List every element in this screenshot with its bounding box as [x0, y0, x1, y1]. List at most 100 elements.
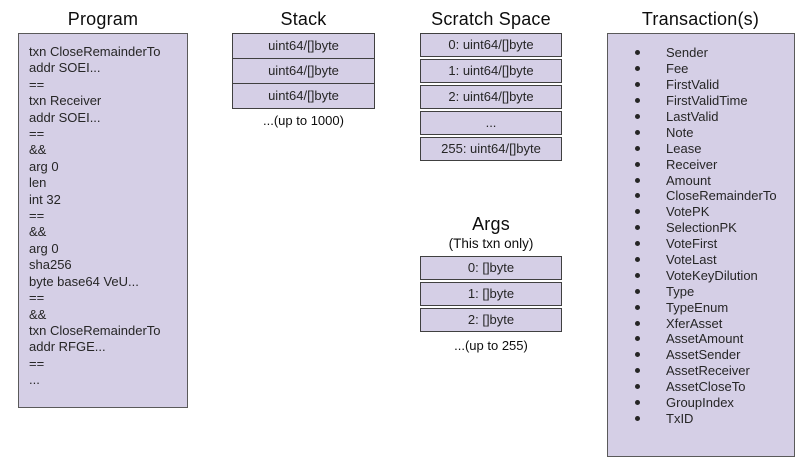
program-line: && [29, 224, 47, 240]
stack-cell: uint64/[]byte [232, 58, 375, 84]
bullet-icon [635, 241, 640, 247]
args-cell: 2: []byte [420, 308, 562, 332]
transaction-field-item: Sender [608, 45, 794, 61]
bullet-icon [635, 336, 640, 342]
scratch-space-cells: 0: uint64/[]byte 1: uint64/[]byte 2: uin… [420, 33, 562, 163]
scratch-space-title: Scratch Space [431, 9, 551, 29]
bullet-icon [635, 50, 640, 56]
scratch-cell: 255: uint64/[]byte [420, 137, 562, 161]
args-title: Args [472, 214, 510, 234]
args-subtitle: (This txn only) [448, 236, 534, 251]
bullet-icon [635, 368, 640, 374]
transaction-field-label: Type [666, 283, 695, 299]
program-line: && [29, 142, 47, 158]
transaction-field-item: TxID [608, 410, 794, 426]
program-line: == [29, 208, 45, 224]
transaction-field-item: Amount [608, 172, 794, 188]
bullet-icon [635, 304, 640, 310]
transaction-field-label: TypeEnum [666, 299, 729, 315]
transaction-field-label: VoteLast [666, 252, 717, 268]
transaction-field-label: AssetSender [666, 347, 741, 363]
bullet-icon [635, 257, 640, 263]
transaction-field-item: VotePK [608, 204, 794, 220]
transaction-field-label: AssetCloseTo [666, 379, 746, 395]
scratch-cell: 1: uint64/[]byte [420, 59, 562, 83]
transaction-field-item: FirstValidTime [608, 93, 794, 109]
transaction-field-item: AssetCloseTo [608, 379, 794, 395]
transaction-field-label: VoteKeyDilution [666, 267, 758, 283]
transaction-field-label: Lease [666, 140, 702, 156]
transaction-field-item: Type [608, 283, 794, 299]
transaction-field-item: Fee [608, 61, 794, 77]
transaction-field-item: Note [608, 124, 794, 140]
stack-cells: uint64/[]byte uint64/[]byte uint64/[]byt… [232, 33, 375, 109]
bullet-icon [635, 415, 640, 421]
program-line: arg 0 [29, 158, 59, 174]
program-line: == [29, 126, 45, 142]
program-line: len [29, 175, 47, 191]
program-line: txn CloseRemainderTo [29, 322, 161, 338]
stack-title: Stack [280, 9, 327, 29]
scratch-cell: 0: uint64/[]byte [420, 33, 562, 57]
program-line: addr SOEI... [29, 60, 101, 76]
program-line: byte base64 VeU... [29, 273, 139, 289]
transaction-field-label: AssetAmount [666, 331, 744, 347]
transaction-field-item: VoteKeyDilution [608, 267, 794, 283]
transaction-field-item: TypeEnum [608, 299, 794, 315]
program-line: && [29, 306, 47, 322]
bullet-icon [635, 384, 640, 390]
bullet-icon [635, 161, 640, 167]
transaction-field-label: Note [666, 124, 694, 140]
bullet-icon [635, 352, 640, 358]
transactions-box: Sender Fee FirstValid FirstValidTime Las… [607, 33, 795, 457]
bullet-icon [635, 114, 640, 119]
args-caption: ...(up to 255) [454, 338, 528, 353]
bullet-icon [635, 145, 640, 151]
transaction-field-label: Amount [666, 172, 711, 188]
transaction-field-item: LastValid [608, 109, 794, 125]
transaction-field-item: XferAsset [608, 315, 794, 331]
bullet-icon [635, 320, 640, 326]
bullet-icon [635, 129, 640, 135]
bullet-icon [635, 193, 640, 199]
transaction-field-label: Sender [666, 45, 708, 61]
scratch-cell: 2: uint64/[]byte [420, 85, 562, 109]
bullet-icon [635, 209, 640, 215]
transaction-field-label: VoteFirst [666, 236, 718, 252]
program-line: == [29, 76, 45, 92]
scratch-cell: ... [420, 111, 562, 135]
transaction-field-item: AssetAmount [608, 331, 794, 347]
program-box: txn CloseRemainderTo addr SOEI... == txn… [18, 33, 188, 408]
transaction-field-label: Fee [666, 61, 689, 77]
stack-cell: uint64/[]byte [232, 33, 375, 59]
program-line: ... [29, 372, 40, 388]
transaction-field-item: AssetSender [608, 347, 794, 363]
transaction-field-item: Receiver [608, 156, 794, 172]
bullet-icon [635, 82, 640, 88]
transaction-field-label: Receiver [666, 156, 718, 172]
program-line: addr RFGE... [29, 339, 106, 355]
program-line: arg 0 [29, 240, 59, 256]
transaction-field-item: GroupIndex [608, 395, 794, 411]
transaction-field-label: FirstValid [666, 77, 720, 93]
transactions-list: Sender Fee FirstValid FirstValidTime Las… [608, 34, 794, 426]
stack-caption: ...(up to 1000) [263, 113, 344, 128]
program-line: txn Receiver [29, 93, 102, 109]
bullet-icon [635, 225, 640, 231]
program-code: txn CloseRemainderTo addr SOEI... == txn… [19, 34, 187, 389]
program-line: sha256 [29, 257, 72, 273]
transaction-field-item: VoteLast [608, 252, 794, 268]
args-cell: 0: []byte [420, 256, 562, 280]
transaction-field-item: SelectionPK [608, 220, 794, 236]
transaction-field-item: VoteFirst [608, 236, 794, 252]
program-line: txn CloseRemainderTo [29, 44, 161, 59]
program-line: addr SOEI... [29, 109, 101, 125]
bullet-icon [635, 66, 640, 72]
args-cell: 1: []byte [420, 282, 562, 306]
args-cells: 0: []byte 1: []byte 2: []byte [420, 256, 562, 334]
stack-cell: uint64/[]byte [232, 83, 375, 109]
transaction-field-item: CloseRemainderTo [608, 188, 794, 204]
bullet-icon [635, 400, 640, 406]
program-line: int 32 [29, 191, 61, 207]
